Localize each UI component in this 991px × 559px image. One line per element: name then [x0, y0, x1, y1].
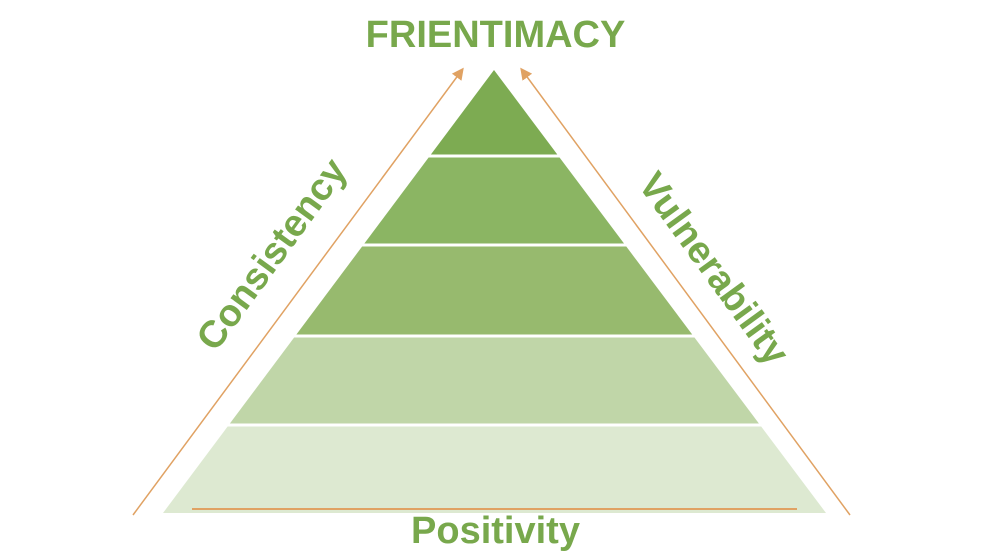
pyramid-tier-4 [229, 337, 759, 424]
title-frientimacy: FRIENTIMACY [365, 14, 626, 56]
label-positivity: Positivity [411, 510, 580, 552]
vulnerability-arrow [520, 67, 851, 516]
pyramid-tier-5 [163, 426, 826, 513]
consistency-arrow [132, 67, 464, 516]
pyramid-tier-3 [296, 246, 693, 335]
pyramid-tier-2 [364, 157, 625, 244]
pyramid-tier-1 [430, 70, 558, 155]
